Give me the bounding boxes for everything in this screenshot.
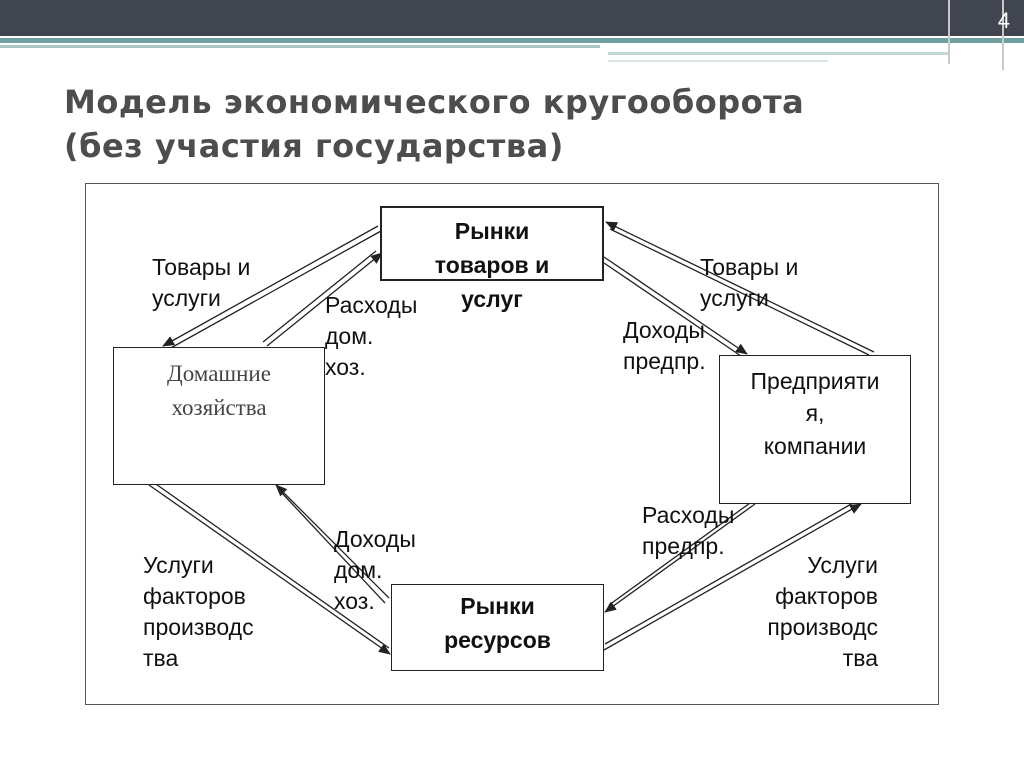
title-line-1: Модель экономического кругооборота bbox=[64, 83, 805, 121]
title-line-2: (без участия государства) bbox=[64, 127, 564, 165]
header-divider bbox=[948, 0, 950, 64]
arrow-household-income bbox=[275, 484, 390, 599]
flow-label-line: хоз. bbox=[334, 588, 375, 614]
goods-market-box: Рынки товаров и услуг bbox=[380, 206, 604, 312]
arrow-household-factor-services bbox=[148, 484, 391, 655]
flow-label-line: производс bbox=[143, 614, 254, 640]
header-bar bbox=[0, 0, 1024, 36]
arrow-firm-factor-services bbox=[603, 503, 862, 651]
flow-label-line: Товары и bbox=[700, 254, 799, 280]
flow-label-line: услуги bbox=[700, 285, 769, 311]
flow-label-goods-to-households: Товары и услуги bbox=[152, 252, 250, 314]
flow-label-household-factor-services: Услуги факторов производс тва bbox=[143, 550, 254, 674]
arrow-goods-to-households bbox=[162, 225, 379, 347]
arrow-household-spending bbox=[266, 252, 383, 347]
flow-label-firm-spending: Расходы предпр. bbox=[642, 500, 734, 562]
flow-label-line: предпр. bbox=[623, 348, 706, 374]
arrow-firm-spending bbox=[604, 503, 756, 613]
diagram-frame bbox=[85, 183, 939, 705]
firms-box: Предприяти я, компании bbox=[719, 355, 911, 504]
firms-label-3: компании bbox=[763, 433, 867, 459]
flow-label-line: тва bbox=[143, 645, 179, 671]
flow-label-line: производс bbox=[767, 614, 878, 640]
flow-label-line: Расходы bbox=[325, 292, 418, 318]
flow-label-line: Расходы bbox=[642, 502, 735, 528]
flow-label-line: тва bbox=[842, 645, 878, 671]
flow-label-line: Услуги bbox=[143, 552, 214, 578]
resource-market-box: Рынки ресурсов bbox=[391, 584, 604, 671]
firms-label-1: Предприяти bbox=[750, 368, 880, 394]
flow-label-household-spending: Расходы дом. хоз. bbox=[325, 290, 417, 383]
flow-label-line: Услуги bbox=[807, 552, 878, 578]
flow-label-line: Товары и bbox=[152, 254, 251, 280]
header-stripe bbox=[608, 60, 828, 62]
flow-label-line: факторов bbox=[143, 583, 246, 609]
households-box: Домашние хозяйства bbox=[113, 347, 325, 485]
goods-market-label-1: Рынки bbox=[454, 218, 530, 244]
flow-label-line: услуги bbox=[152, 285, 221, 311]
goods-market-label-2: товаров и bbox=[434, 252, 550, 278]
flow-label-line: факторов bbox=[775, 583, 878, 609]
flow-label-line: хоз. bbox=[325, 354, 366, 380]
flow-label-household-income: Доходы дом. хоз. bbox=[334, 524, 416, 617]
households-label-2: хозяйства bbox=[171, 395, 267, 420]
header-stripe bbox=[0, 45, 600, 48]
arrow-firms-to-goods bbox=[605, 221, 875, 353]
households-label-1: Домашние bbox=[167, 361, 271, 386]
flow-label-line: дом. bbox=[325, 323, 374, 349]
flow-label-line: дом. bbox=[334, 557, 383, 583]
goods-market-label-3: услуг bbox=[461, 286, 523, 312]
flow-label-firm-revenue: Доходы предпр. bbox=[623, 315, 706, 377]
flow-label-firms-to-goods: Товары и услуги bbox=[700, 252, 798, 314]
flow-label-line: Доходы bbox=[623, 317, 705, 343]
header-divider bbox=[1002, 0, 1004, 70]
arrow-firm-revenue bbox=[603, 256, 748, 355]
flow-label-firm-factor-services: Услуги факторов производс тва bbox=[738, 550, 878, 674]
firms-label-2: я, bbox=[805, 400, 825, 426]
page-title: Модель экономического кругооборота (без … bbox=[64, 80, 804, 168]
header-stripe bbox=[0, 38, 1024, 43]
flow-label-line: предпр. bbox=[642, 533, 725, 559]
resource-market-label-2: ресурсов bbox=[444, 627, 551, 653]
header-stripe bbox=[608, 52, 948, 55]
flow-label-line: Доходы bbox=[334, 526, 416, 552]
resource-market-label-1: Рынки bbox=[460, 593, 535, 619]
slide-number: 4 bbox=[997, 8, 1010, 33]
